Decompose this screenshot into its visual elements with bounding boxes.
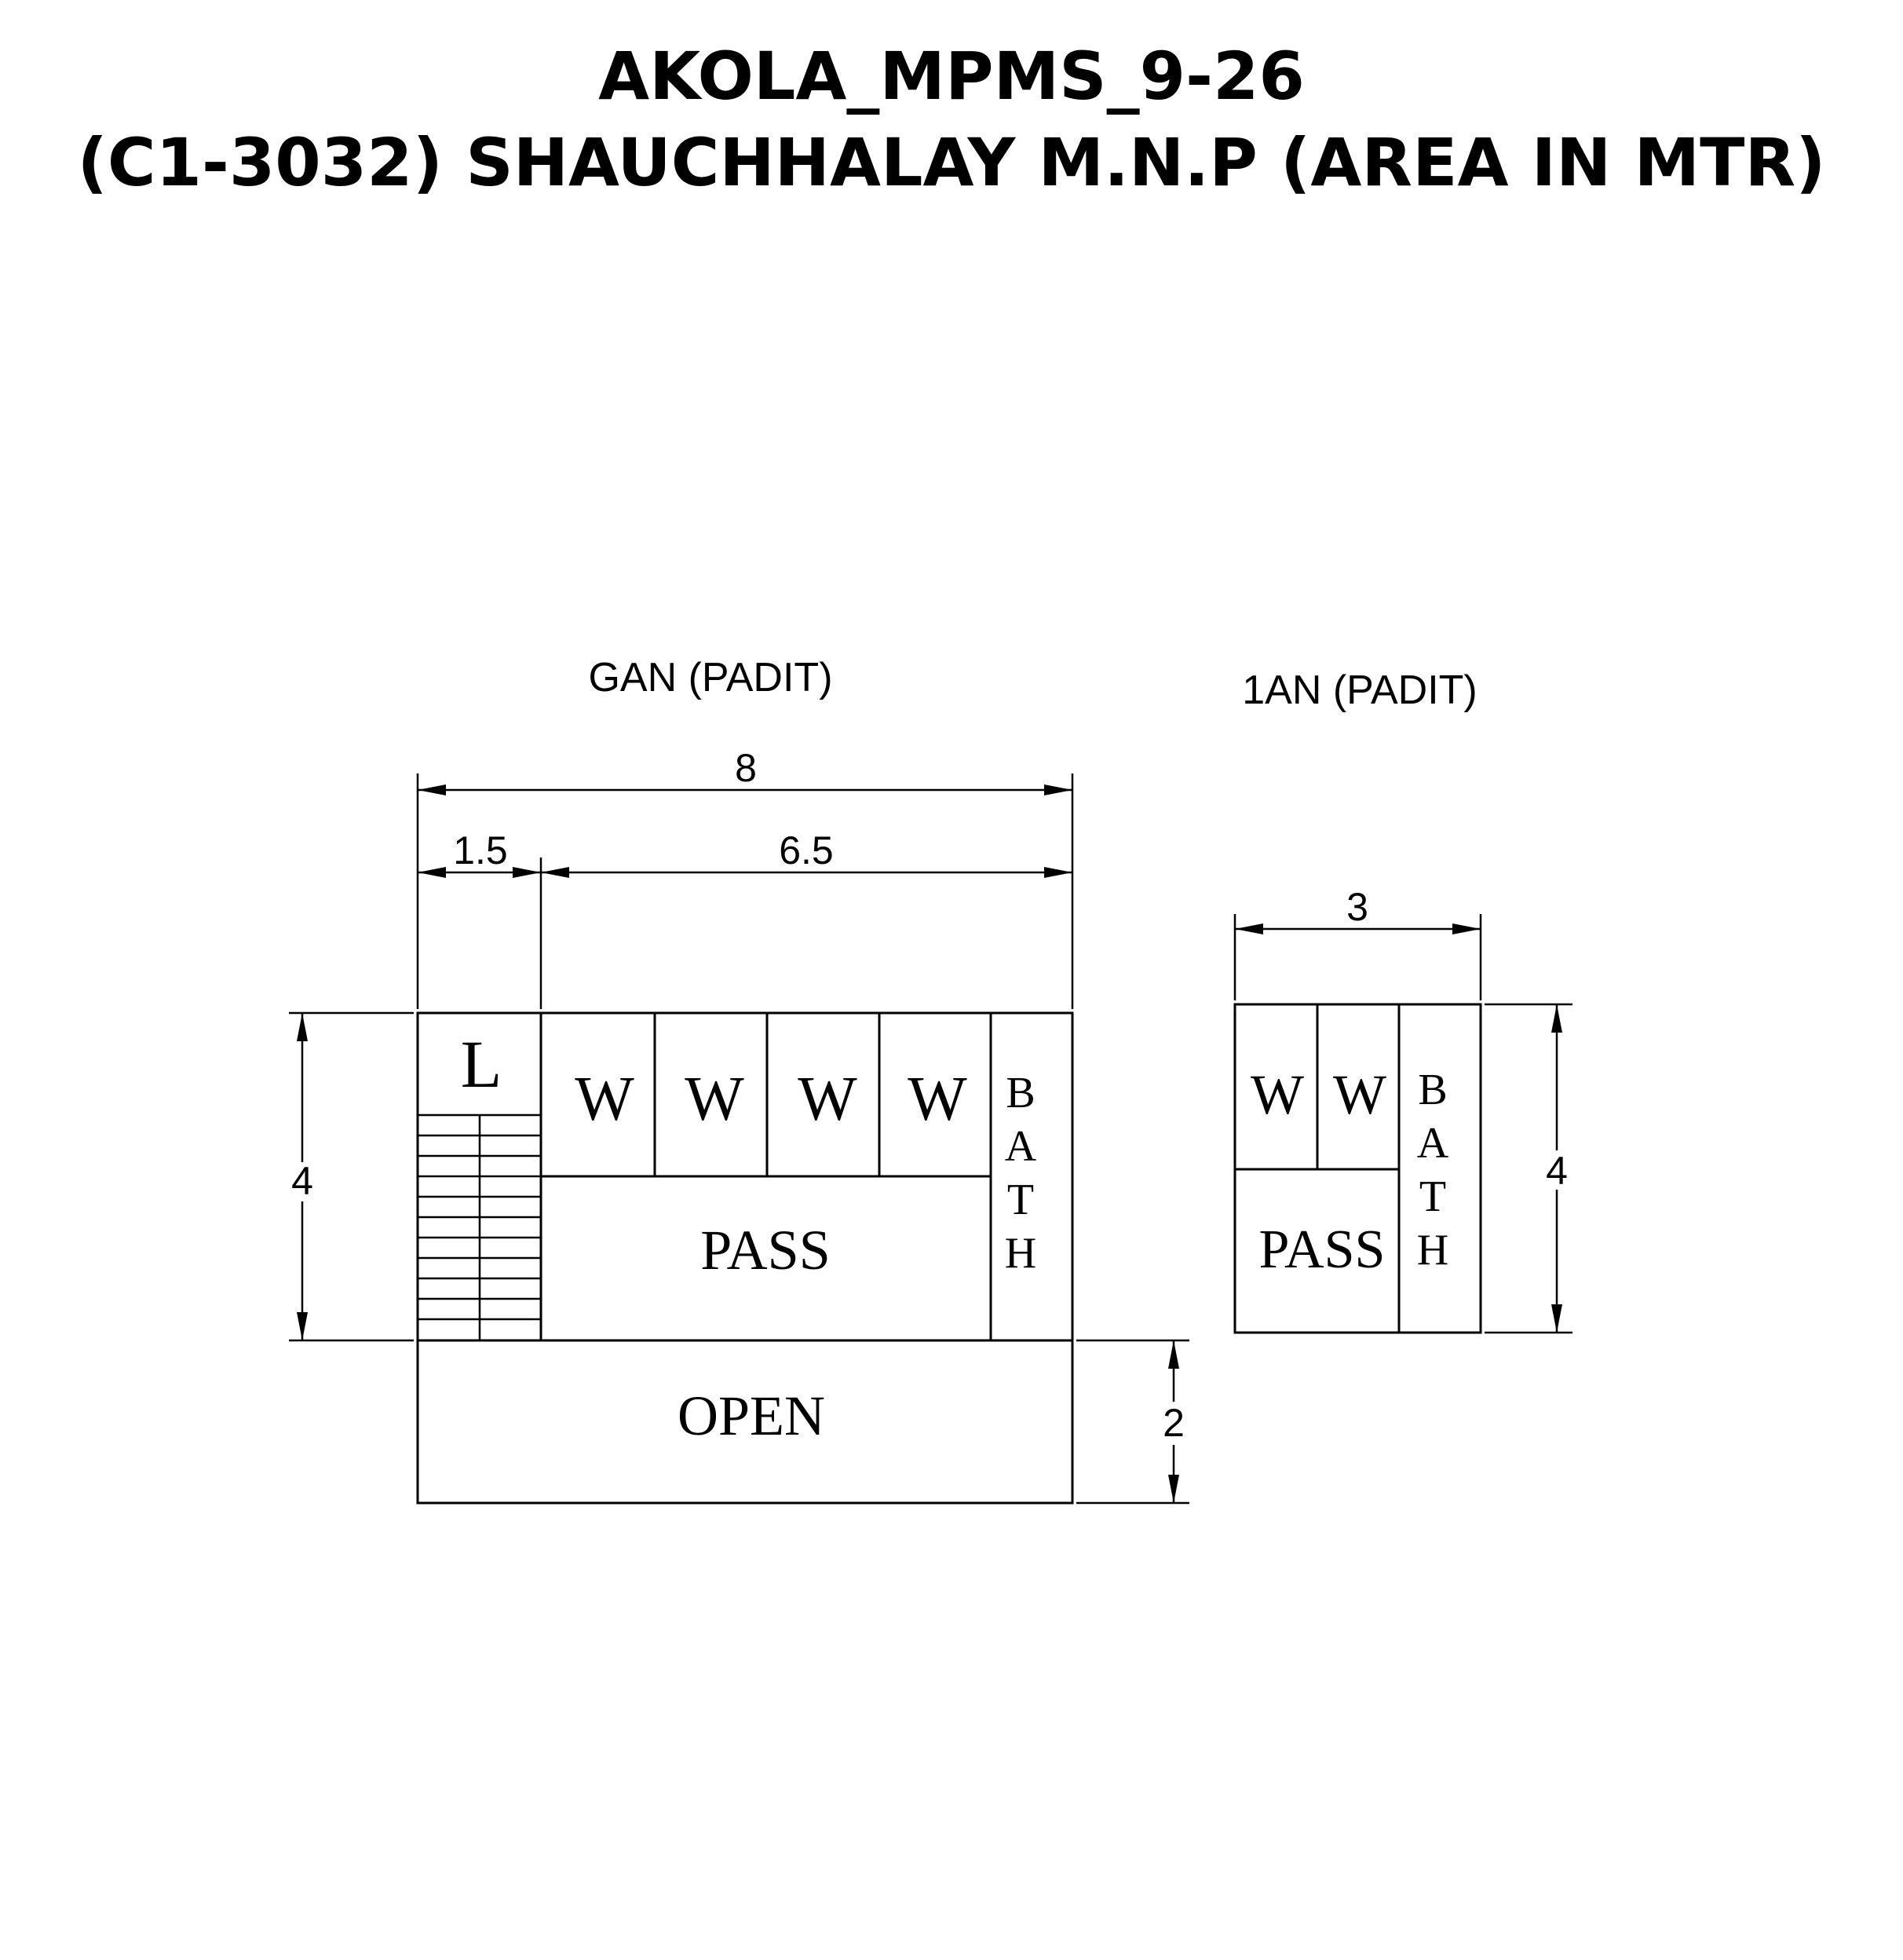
drawing-title-line1: AKOLA_MPMS_9-26 bbox=[598, 38, 1305, 115]
dim-open-height-label: 2 bbox=[1163, 1401, 1185, 1445]
staircase bbox=[418, 1113, 541, 1340]
dim-first-floor-height-label: 4 bbox=[1546, 1149, 1568, 1193]
bath-letter: A bbox=[1005, 1122, 1037, 1171]
bath-letter: T bbox=[1007, 1176, 1034, 1224]
bath-letter: A bbox=[1417, 1119, 1449, 1168]
bath-letter: B bbox=[1006, 1069, 1035, 1117]
ground-floor-label: GAN (PADIT) bbox=[588, 655, 832, 700]
first-floor-plan bbox=[1233, 1003, 1482, 1334]
bath-letter: T bbox=[1419, 1172, 1446, 1221]
dim-height-label: 4 bbox=[291, 1159, 313, 1203]
stair-label: L bbox=[461, 1026, 502, 1102]
wc-label: W bbox=[1333, 1063, 1386, 1126]
open-area bbox=[416, 1339, 1074, 1505]
first-floor-label: 1AN (PADIT) bbox=[1242, 667, 1477, 713]
pass-label: PASS bbox=[1259, 1220, 1386, 1280]
dim-first-floor-width-label: 3 bbox=[1346, 885, 1368, 929]
wc-label: W bbox=[908, 1065, 967, 1134]
open-label: OPEN bbox=[678, 1384, 825, 1447]
wc-label: W bbox=[1251, 1063, 1304, 1126]
wc-label: W bbox=[575, 1065, 634, 1134]
ground-floor-dimensions bbox=[289, 773, 1189, 1505]
wc-label: W bbox=[685, 1065, 744, 1134]
bath-letter: H bbox=[1417, 1226, 1448, 1274]
dim-right-width-label: 6.5 bbox=[779, 828, 834, 872]
dim-total-width-label: 8 bbox=[735, 746, 757, 790]
bath-letter: H bbox=[1005, 1229, 1036, 1278]
pass-label: PASS bbox=[700, 1219, 831, 1282]
drawing-title-line2: (C1-3032) SHAUCHHALAY M.N.P (AREA IN MTR… bbox=[77, 124, 1826, 201]
bath-letter: B bbox=[1418, 1066, 1447, 1114]
first-floor-dimensions bbox=[1233, 914, 1572, 1334]
wc-label: W bbox=[798, 1065, 857, 1134]
dim-left-width-label: 1.5 bbox=[453, 828, 508, 872]
